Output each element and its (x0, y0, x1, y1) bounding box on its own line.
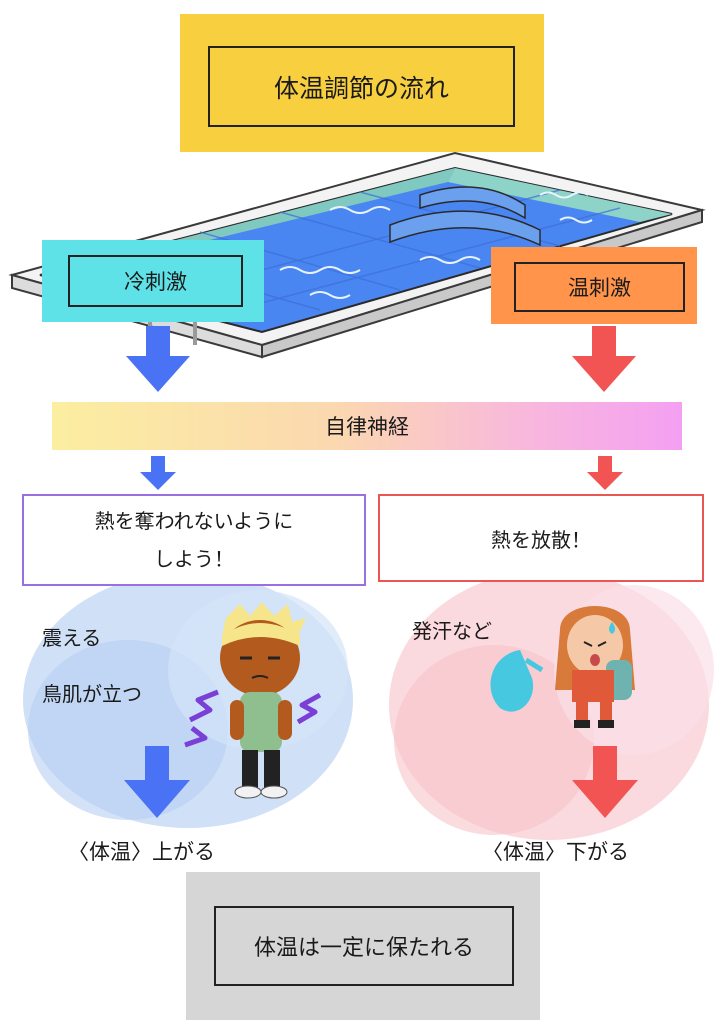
sweating-girl-illustration (480, 600, 660, 740)
hot-response-message: 熱を放散！ (378, 494, 704, 582)
cold-stimulus-label: 冷刺激 (68, 255, 243, 307)
page-title: 体温調節の流れ (208, 46, 515, 127)
hot-down-arrow-icon (572, 326, 636, 392)
cold-response-message: 熱を奪われないように しよう！ (22, 494, 366, 586)
hot-stimulus-label: 温刺激 (514, 262, 685, 312)
cold-result-arrow-icon (124, 746, 190, 818)
hot-small-arrow-icon (587, 456, 623, 490)
cold-message-line-1: 熱を奪われないように (24, 502, 364, 540)
autonomic-nerve-band: 自律神経 (52, 402, 682, 450)
shivering-label: 震える (42, 622, 101, 651)
temperature-rises-label: 〈体温〉上がる (68, 836, 215, 866)
conclusion-label: 体温は一定に保たれる (214, 906, 514, 986)
shivering-boy-illustration (170, 600, 340, 800)
cold-down-arrow-icon (126, 326, 190, 392)
temperature-falls-label: 〈体温〉下がる (482, 836, 629, 866)
cold-small-arrow-icon (140, 456, 176, 490)
goosebumps-label: 鳥肌が立つ (42, 678, 142, 707)
hot-result-arrow-icon (572, 746, 638, 818)
cold-message-line-2: しよう！ (24, 540, 364, 578)
